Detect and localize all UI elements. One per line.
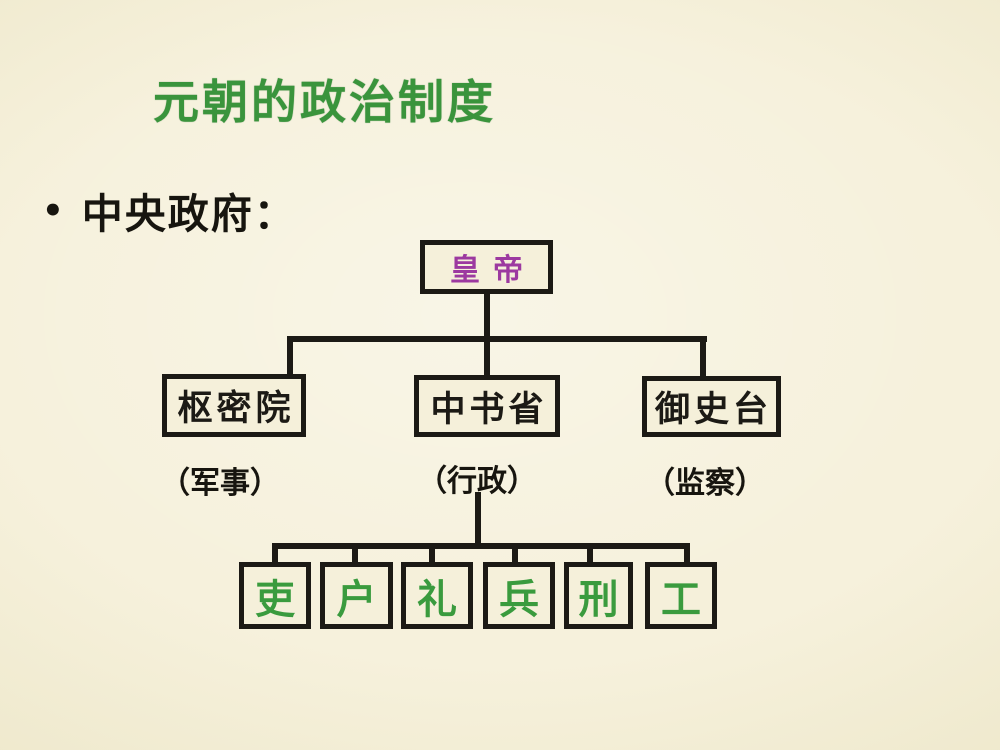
connector-drop-gong	[684, 543, 690, 564]
connector-drop-yushitai	[700, 336, 706, 378]
note-supervision: （监察）	[645, 466, 765, 501]
connector-drop-zhongshusheng	[484, 336, 490, 377]
connector-level3-stem	[475, 492, 481, 544]
node-zhongshusheng: 中书省	[414, 375, 560, 437]
node-shumiyuan: 枢密院	[162, 374, 306, 437]
connector-drop-shumiyuan	[287, 336, 293, 376]
connector-drop-bing	[512, 543, 518, 564]
connector-root-stem	[484, 294, 490, 339]
node-ministry-li-rites: 礼	[401, 562, 473, 629]
section-heading: 中央政府：	[81, 190, 297, 238]
bullet-line: • 中央政府：	[42, 180, 297, 240]
connector-drop-hu	[352, 543, 358, 564]
node-ministry-hu: 户	[320, 562, 393, 629]
connector-drop-li-officials	[272, 543, 278, 564]
node-yushitai: 御史台	[642, 376, 781, 437]
page-title: 元朝的政治制度	[153, 75, 496, 129]
node-ministry-bing: 兵	[483, 562, 555, 629]
connector-level3-rail	[272, 543, 690, 549]
node-ministry-gong: 工	[645, 562, 717, 629]
connector-drop-li-rites	[429, 543, 435, 564]
connector-level2-rail	[287, 336, 707, 342]
bullet-icon: •	[42, 191, 64, 231]
node-ministry-xing: 刑	[564, 562, 633, 629]
node-ministry-li-officials: 吏	[239, 562, 311, 629]
node-emperor: 皇帝	[420, 240, 553, 294]
note-military: （军事）	[160, 466, 280, 501]
connector-drop-xing	[587, 543, 593, 564]
